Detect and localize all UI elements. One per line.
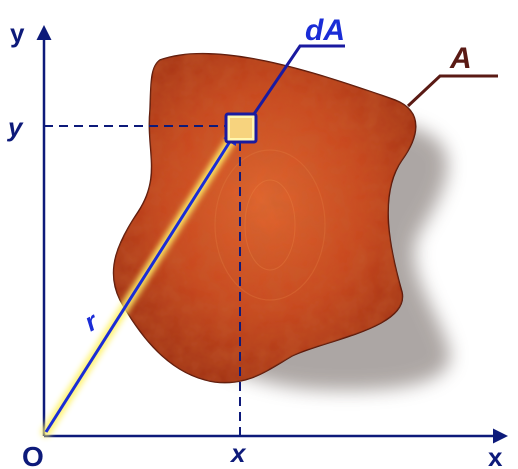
y-tick-label: y [6, 112, 24, 142]
dA-leader-line [252, 44, 345, 115]
region-A [112, 52, 417, 384]
region-A-label: A [449, 42, 472, 75]
element-dA-label: dA [305, 14, 345, 47]
radius-vector [44, 129, 238, 433]
radius-label: r [79, 305, 104, 337]
origin-label: O [22, 441, 44, 469]
element-dA [224, 112, 258, 144]
x-axis-label: x [488, 442, 503, 469]
x-tick-label: x [229, 438, 247, 468]
A-leader-line [406, 74, 498, 108]
y-axis-label: y [10, 18, 25, 48]
